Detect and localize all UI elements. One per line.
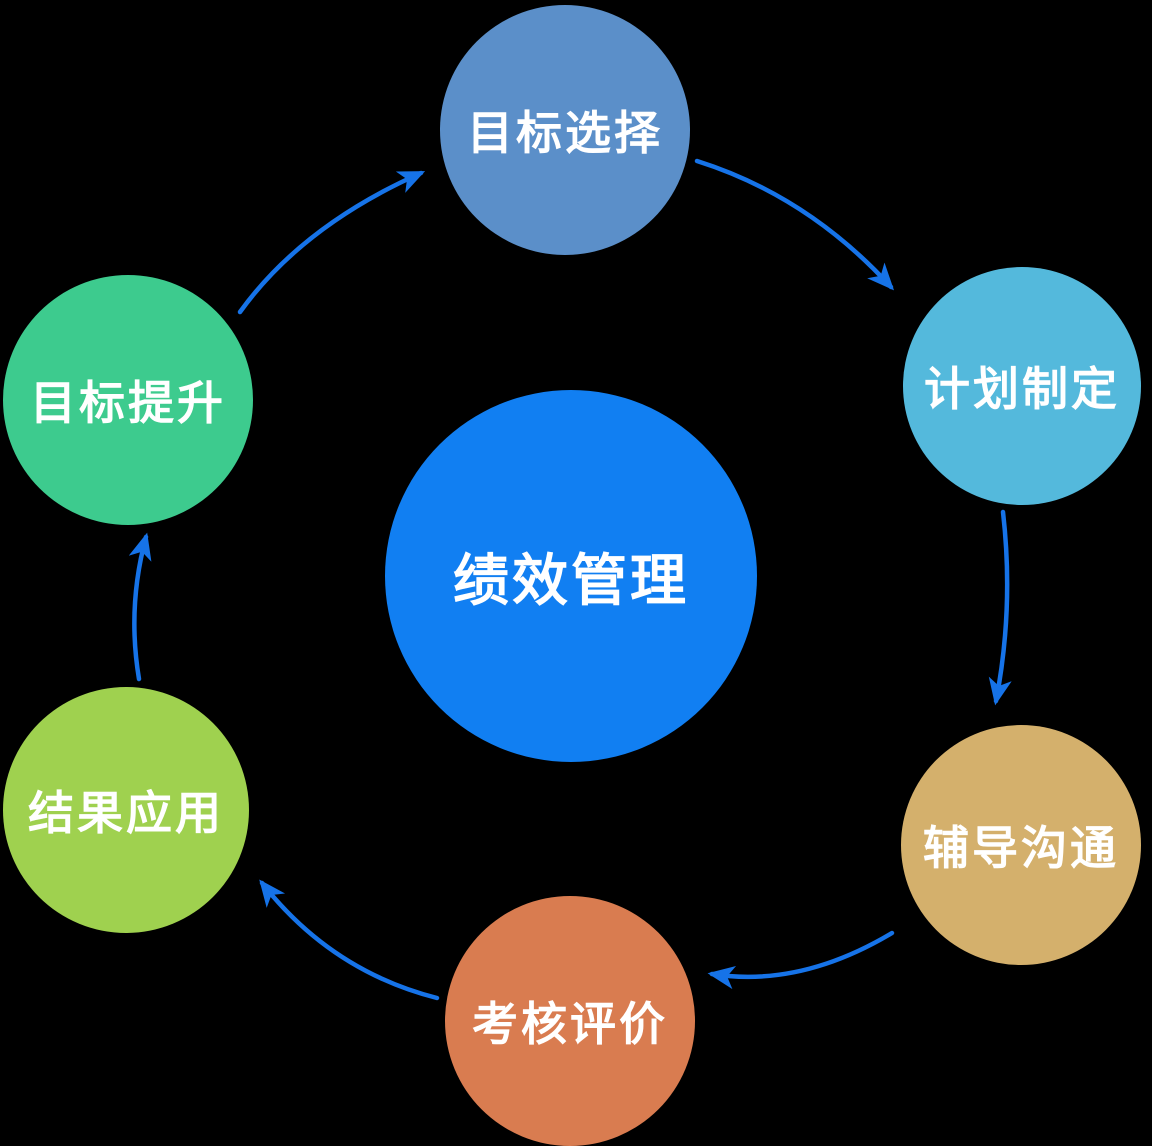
node-label: 辅导沟通 — [923, 822, 1119, 874]
node-label: 考核评价 — [472, 998, 668, 1050]
arrow-goal-improvement-to-goal-selection — [237, 170, 426, 315]
node-result-application: 结果应用 — [3, 687, 249, 933]
node-label: 结果应用 — [28, 787, 224, 839]
arrow-plan-making-to-coaching-communication — [988, 509, 1012, 706]
node-assessment-evaluation: 考核评价 — [445, 896, 695, 1146]
arrow-assessment-evaluation-to-result-application — [259, 879, 440, 1001]
node-goal-improvement: 目标提升 — [3, 275, 253, 525]
node-label: 目标选择 — [467, 107, 663, 159]
arrow-result-application-to-goal-improvement — [128, 532, 152, 682]
node-goal-selection: 目标选择 — [440, 5, 690, 255]
node-label: 目标提升 — [30, 377, 226, 429]
arrow-goal-selection-to-plan-making — [694, 158, 895, 291]
node-performance-management: 绩效管理 — [385, 390, 757, 762]
node-label: 计划制定 — [924, 363, 1120, 415]
node-plan-making: 计划制定 — [903, 267, 1141, 505]
node-label: 绩效管理 — [453, 548, 689, 612]
arrow-coaching-communication-to-assessment-evaluation — [707, 930, 895, 990]
node-coaching-communication: 辅导沟通 — [901, 725, 1141, 965]
